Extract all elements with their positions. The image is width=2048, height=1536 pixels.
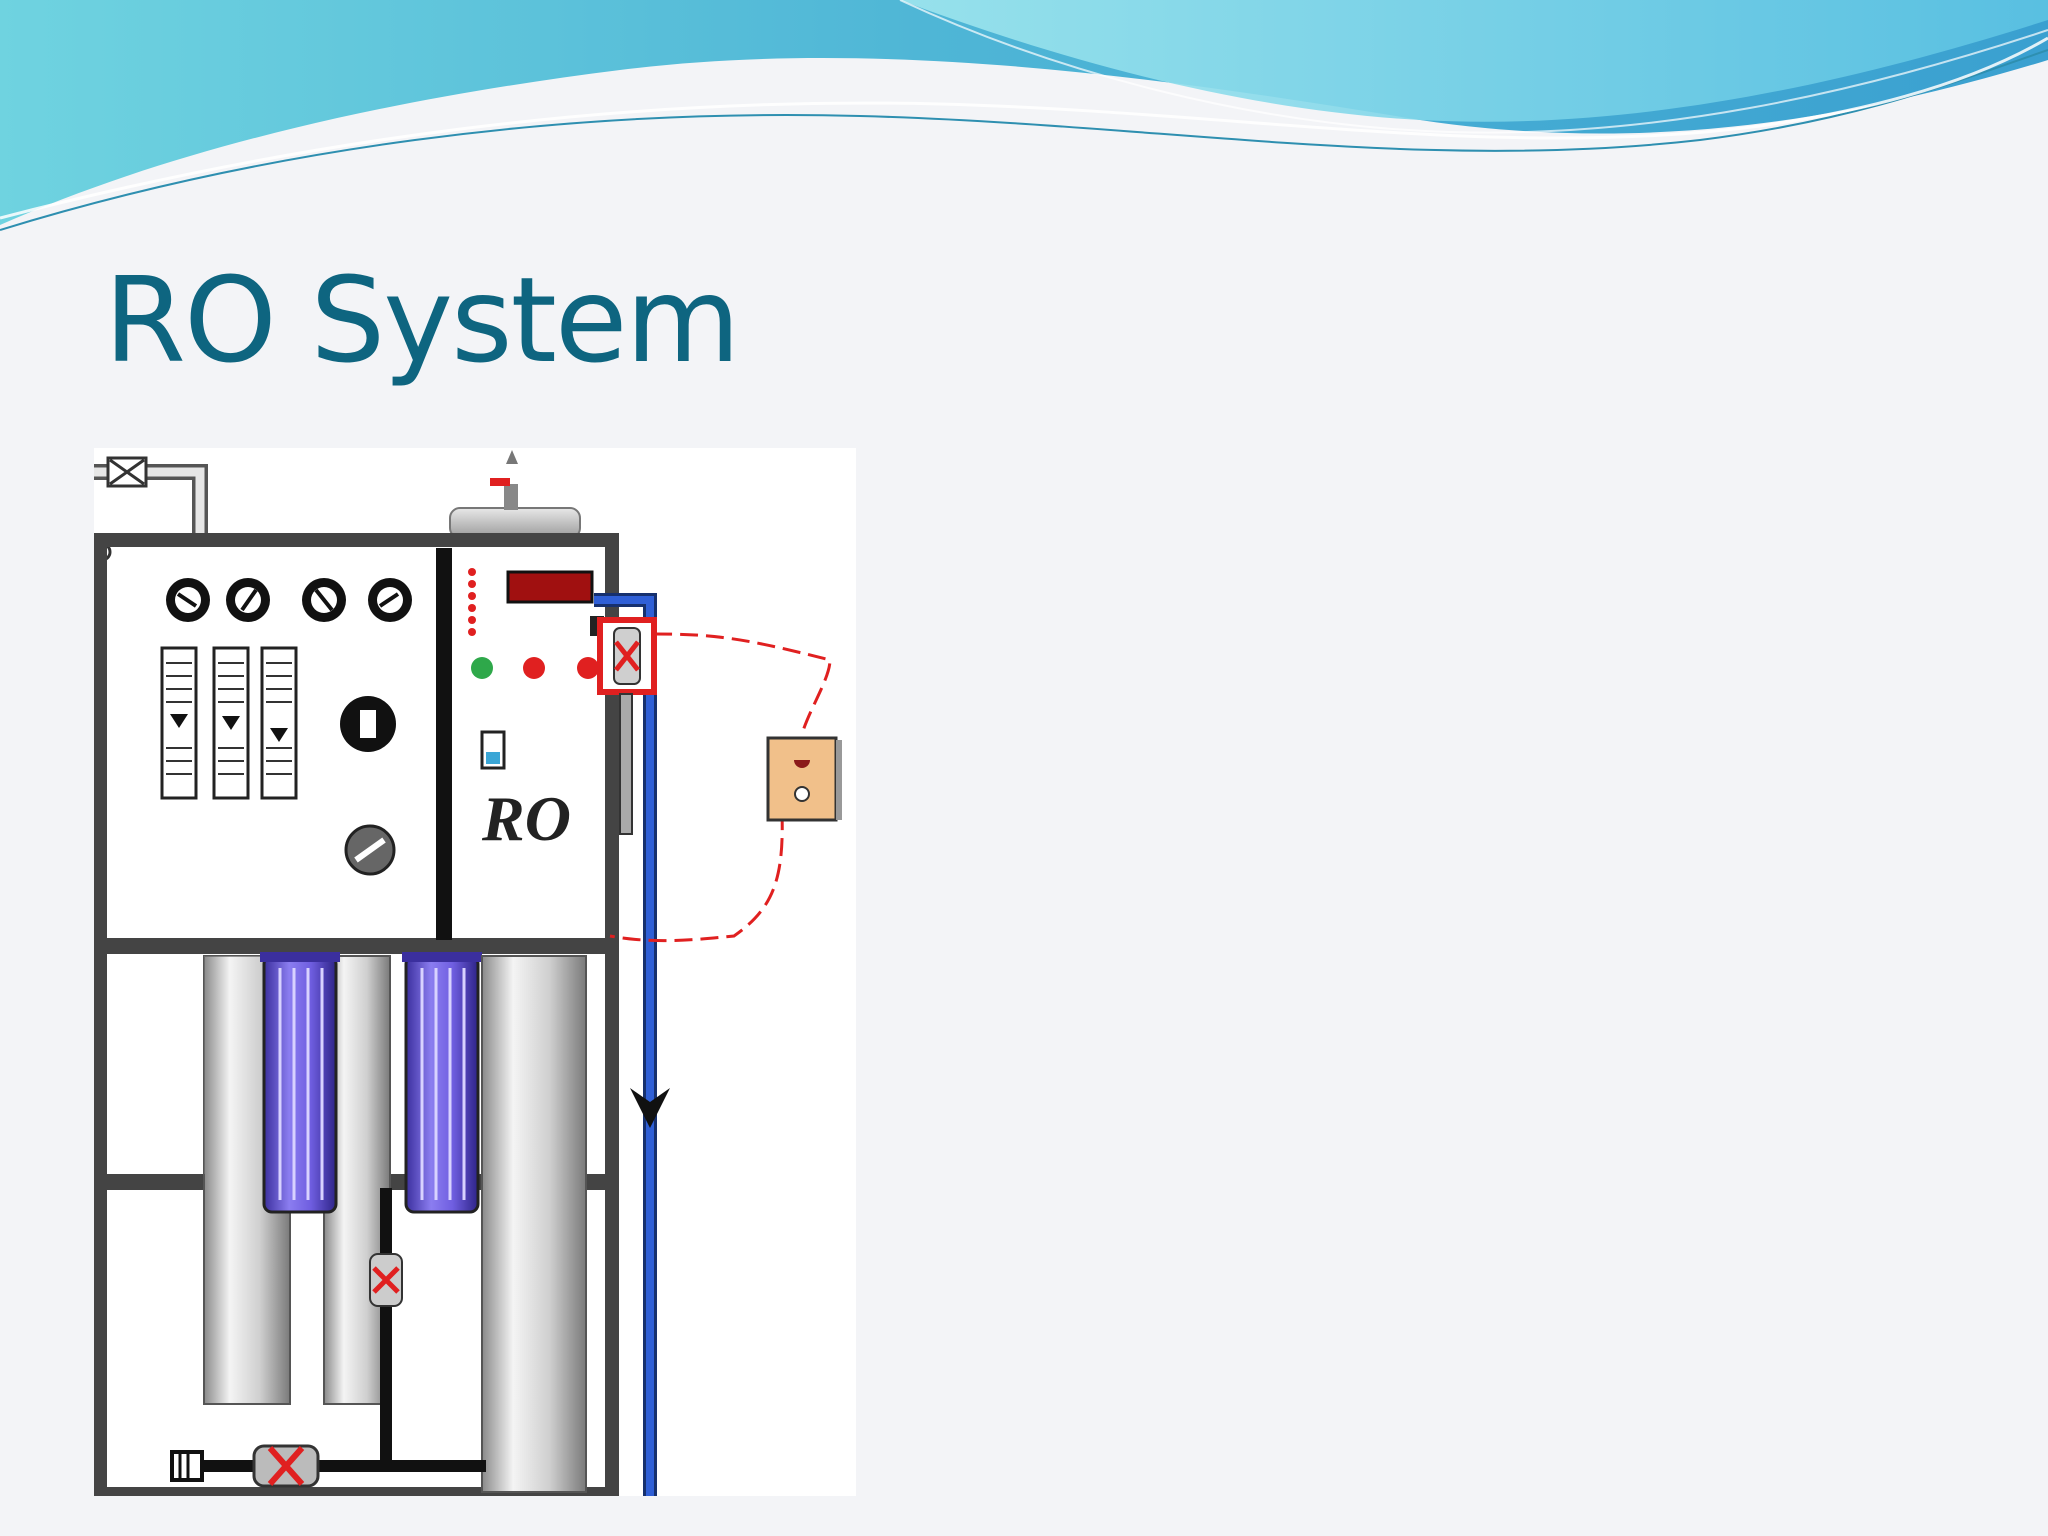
alarm-indicator-light-icon [577, 657, 599, 679]
run-indicator-light-icon [471, 657, 493, 679]
storage-tank [481, 955, 587, 1493]
conductivity-sensor [609, 632, 842, 943]
pressure-gauge-icon [368, 578, 412, 622]
left-control-panel [160, 578, 412, 876]
pressure-gauge-icon [302, 578, 346, 622]
power-switch-icon [480, 730, 506, 770]
right-control-panel: RO [468, 568, 604, 854]
ro-membrane-housing [260, 952, 340, 1214]
flow-cell [597, 617, 657, 835]
flowmeter-icon [160, 646, 198, 800]
flowmeter-icon [260, 646, 298, 800]
top-tank [449, 450, 581, 539]
slide-title: RO System [104, 251, 740, 389]
ro-system-figure: RO [94, 448, 856, 1496]
header-wave-decoration [0, 0, 2048, 231]
drain-valve-icon [170, 1444, 320, 1488]
pressure-gauge-icon [226, 578, 270, 622]
knob-icon [344, 824, 396, 876]
selector-switch-icon [340, 696, 396, 752]
product-water-line [594, 593, 670, 1496]
drain-pipe [170, 1188, 486, 1488]
ro-system-diagram: RO [94, 450, 842, 1496]
unit-label: RO [481, 783, 571, 854]
ro-membrane-housing [402, 952, 482, 1214]
flow-arrow-icon [630, 1088, 670, 1128]
sample-valve-icon [369, 1253, 403, 1307]
status-led-column [468, 568, 476, 636]
pressure-gauge-icon [166, 578, 210, 622]
sensor-probe [619, 693, 633, 835]
alarm-indicator-light-icon [523, 657, 545, 679]
flowmeter-icon [212, 646, 250, 800]
digital-display [506, 570, 594, 604]
faucet-handle-icon [490, 478, 510, 486]
